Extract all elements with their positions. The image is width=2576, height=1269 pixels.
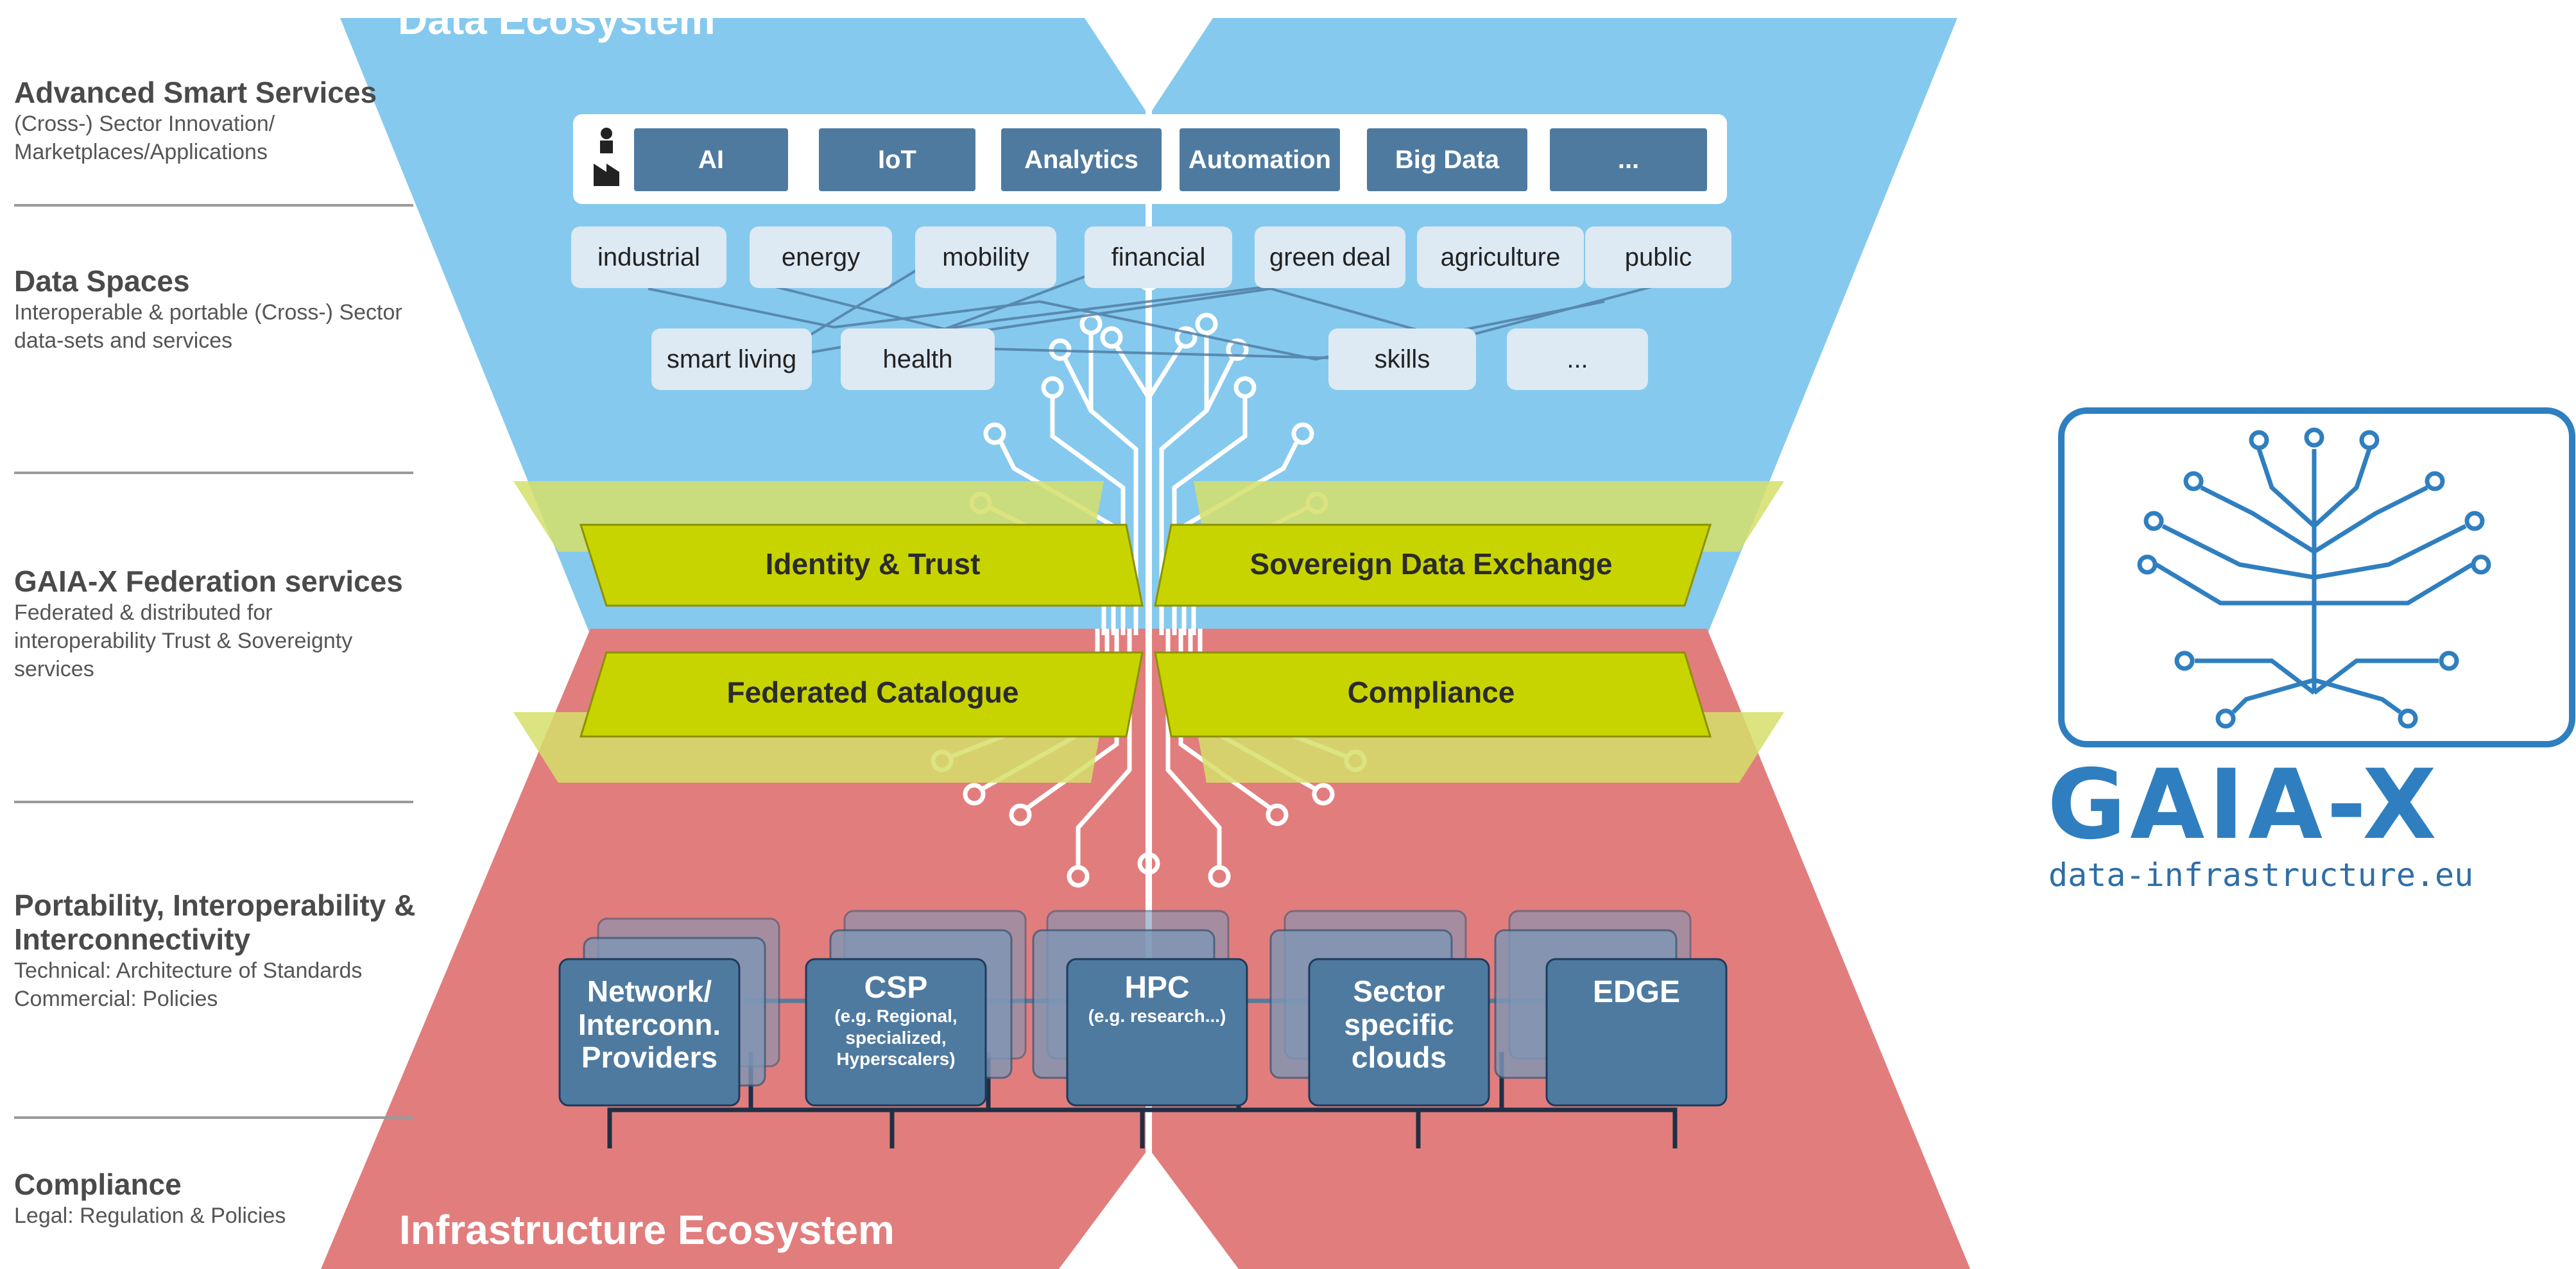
sector-industrial: industrial: [571, 226, 726, 288]
sector-more: ...: [1507, 328, 1648, 390]
fed-identity-trust-label: Identity & Trust: [765, 547, 981, 581]
infra-sector-clouds: Sector specific clouds: [1309, 975, 1489, 1075]
layer-data-spaces: Data Spaces Interoperable & portable (Cr…: [14, 264, 425, 355]
infra-sub: (e.g. research...): [1088, 1006, 1226, 1026]
layer-divider: [14, 1116, 413, 1119]
sector-agriculture: agriculture: [1417, 226, 1584, 288]
infra-line: clouds: [1351, 1041, 1447, 1075]
layer-desc-line: Marketplaces/Applications: [14, 140, 268, 165]
layer-divider: [14, 801, 413, 803]
service-analytics: Analytics: [1001, 128, 1162, 191]
layer-desc-line: data-sets and services: [14, 328, 233, 353]
layer-portability: Portability, Interoperability & Intercon…: [14, 889, 425, 1013]
layer-title: Portability, Interoperability &: [14, 889, 416, 922]
infra-edge: EDGE: [1547, 975, 1726, 1010]
layer-title: Advanced Smart Services: [14, 76, 377, 109]
sovereign-data-exchange-shape: [1154, 524, 1712, 607]
layer-desc-line: Commercial: Policies: [14, 986, 218, 1011]
bottom-notch: [1059, 1148, 1239, 1269]
infra-csp: CSP (e.g. Regional, specialized, Hypersc…: [806, 970, 986, 1070]
layer-desc-line: Federated & distributed for: [14, 600, 273, 625]
infra-line: specific: [1344, 1007, 1454, 1041]
federated-catalogue-shape: [579, 651, 1144, 738]
data-ecosystem-title: Data Ecosystem: [398, 0, 716, 43]
layer-advanced-smart-services: Advanced Smart Services (Cross-) Sector …: [14, 76, 425, 166]
circuit-tree-icon: [2137, 427, 2491, 729]
infrastructure-ecosystem-title: Infrastructure Ecosystem: [399, 1207, 895, 1253]
layer-title: Data Spaces: [14, 264, 190, 298]
layer-divider: [14, 472, 413, 474]
fed-compliance-label: Compliance: [1347, 676, 1515, 709]
layer-title-line2: Interconnectivity: [14, 922, 251, 956]
logo-url: data-infrastructure.eu: [2048, 856, 2474, 894]
layer-compliance: Compliance Legal: Regulation & Policies: [14, 1168, 425, 1230]
infra-line: Interconn.: [578, 1007, 721, 1041]
service-automation: Automation: [1180, 128, 1340, 191]
infra-line: Providers: [581, 1041, 718, 1075]
logo-wordmark: GAIA-X: [2047, 749, 2441, 861]
service-more: ...: [1550, 128, 1707, 191]
layer-desc-line: (Cross-) Sector Innovation/: [14, 111, 275, 136]
infra-line: HPC: [1124, 971, 1190, 1005]
service-iot: IoT: [819, 128, 975, 191]
sector-skills: skills: [1328, 328, 1476, 390]
layer-desc-line: services: [14, 657, 94, 682]
infra-sub: (e.g. Regional,: [834, 1006, 957, 1026]
sector-public: public: [1585, 226, 1731, 288]
compliance-shape: [1154, 651, 1712, 738]
infra-line: CSP: [864, 971, 928, 1005]
fed-federated-catalogue-label: Federated Catalogue: [726, 676, 1019, 709]
service-ai: AI: [634, 128, 788, 191]
gaia-x-logo: [2058, 407, 2575, 747]
federation-services: [513, 481, 1784, 783]
fed-sovereign-data-exchange-label: Sovereign Data Exchange: [1249, 547, 1613, 581]
infra-hpc: HPC (e.g. research...): [1067, 970, 1247, 1027]
infra-line: EDGE: [1592, 975, 1681, 1009]
infra-sub: Hyperscalers): [836, 1049, 956, 1069]
person-factory-icon: [594, 128, 619, 186]
sector-energy: energy: [750, 226, 892, 288]
infra-line: Sector: [1353, 975, 1445, 1008]
top-notch: [1085, 18, 1213, 115]
layer-divider: [14, 204, 413, 207]
layer-desc-line: Technical: Architecture of Standards: [14, 958, 363, 983]
sector-green-deal: green deal: [1255, 226, 1405, 288]
layer-title: Compliance: [14, 1168, 182, 1201]
sector-smart-living: smart living: [651, 328, 812, 390]
service-big-data: Big Data: [1367, 128, 1527, 191]
layer-desc-line: Interoperable & portable (Cross-) Sector: [14, 300, 402, 325]
sector-health: health: [841, 328, 995, 390]
layer-desc-line: interoperability Trust & Sovereignty: [14, 629, 353, 654]
sector-mobility: mobility: [915, 226, 1056, 288]
layer-federation-services: GAIA-X Federation services Federated & d…: [14, 565, 425, 683]
infra-front-boxes: [558, 958, 1728, 1107]
layer-title: GAIA-X Federation services: [14, 565, 403, 598]
identity-trust-shape: [579, 524, 1144, 607]
infra-sub: specialized,: [845, 1027, 947, 1048]
layer-desc-line: Legal: Regulation & Policies: [14, 1203, 286, 1228]
infra-line: Network/: [587, 975, 712, 1008]
sector-financial: financial: [1085, 226, 1232, 288]
infra-network-providers: Network/ Interconn. Providers: [560, 975, 739, 1075]
